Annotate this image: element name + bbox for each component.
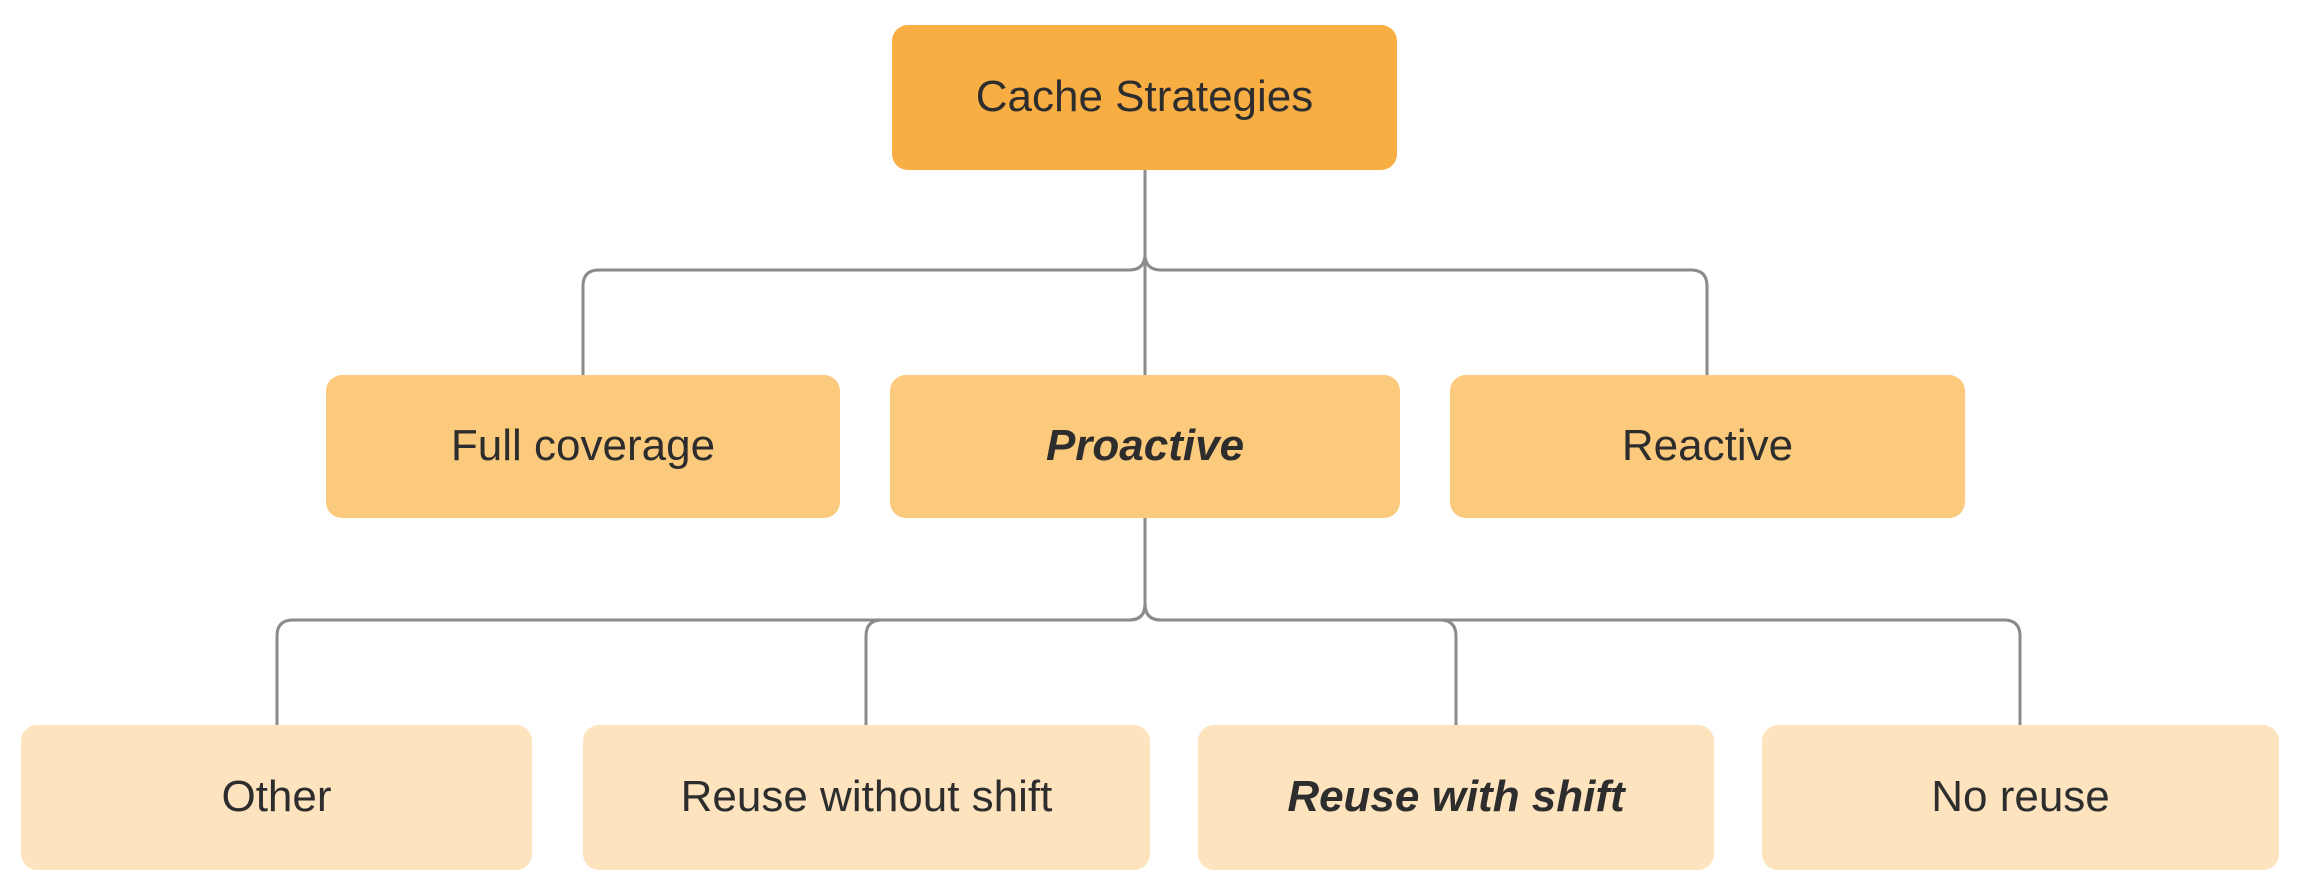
node-reactive-label: Reactive	[1621, 421, 1794, 471]
connector-cache-strategies-to-full-coverage	[581, 170, 1147, 375]
connector-proactive-to-reuse-without-shift	[864, 518, 1147, 725]
node-cache-strategies[interactable]: Cache Strategies	[892, 25, 1397, 170]
connector-proactive-to-no-reuse	[1143, 518, 2022, 725]
node-reuse-without-shift-label: Reuse without shift	[680, 772, 1053, 822]
connector-cache-strategies-to-reactive	[1143, 170, 1709, 375]
node-other[interactable]: Other	[21, 725, 532, 870]
node-proactive[interactable]: Proactive	[890, 375, 1400, 518]
node-full-coverage[interactable]: Full coverage	[326, 375, 840, 518]
node-reuse-without-shift[interactable]: Reuse without shift	[583, 725, 1150, 870]
node-proactive-label: Proactive	[1045, 421, 1245, 471]
node-other-label: Other	[221, 772, 332, 822]
node-cache-strategies-label: Cache Strategies	[975, 72, 1314, 122]
node-reuse-with-shift[interactable]: Reuse with shift	[1198, 725, 1714, 870]
node-reactive[interactable]: Reactive	[1450, 375, 1965, 518]
node-no-reuse-label: No reuse	[1931, 772, 2110, 822]
node-full-coverage-label: Full coverage	[450, 421, 716, 471]
node-no-reuse[interactable]: No reuse	[1762, 725, 2279, 870]
node-reuse-with-shift-label: Reuse with shift	[1287, 772, 1625, 822]
